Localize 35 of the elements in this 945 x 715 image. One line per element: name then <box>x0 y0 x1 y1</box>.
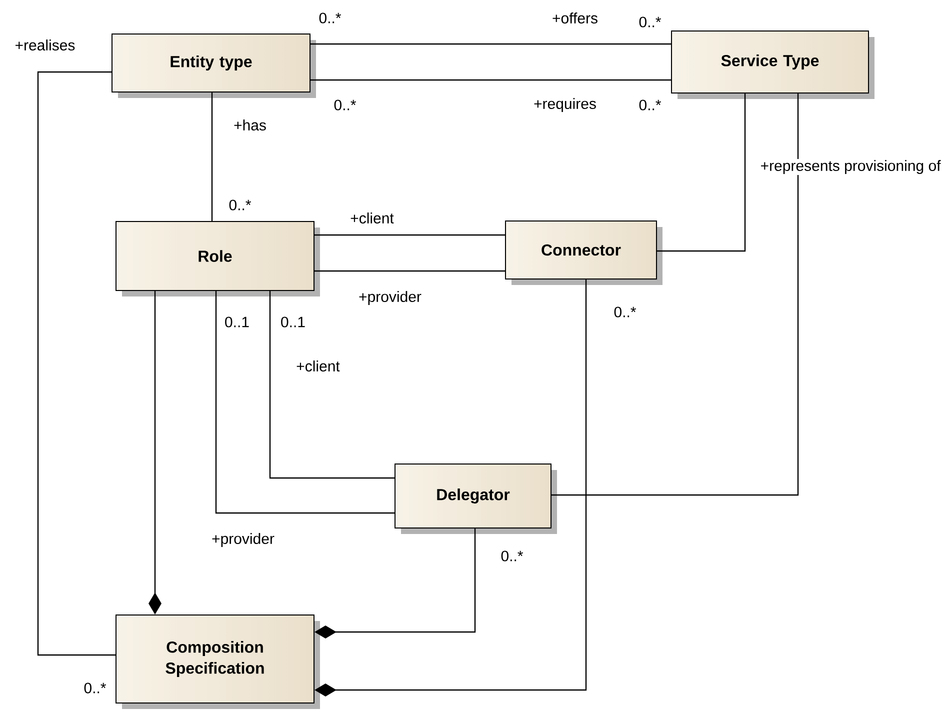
multiplicity-label: 0..1 <box>280 316 306 328</box>
multiplicity-label: 0..* <box>638 16 662 28</box>
association-line <box>314 234 505 236</box>
role-name: +realises <box>14 38 76 52</box>
class-box: Service Type <box>671 30 874 99</box>
class-box: Composition Specification <box>116 614 320 709</box>
multiplicity-label: 0..* <box>318 12 342 24</box>
multiplicity-label: 0..1 <box>224 316 251 328</box>
association-line <box>310 79 671 81</box>
class-box: Entity type <box>112 34 316 98</box>
multiplicity-label: 0..* <box>228 198 252 212</box>
role-name: +provider <box>210 532 276 548</box>
association-line <box>314 270 505 272</box>
multiplicity-label: 0..* <box>612 306 638 318</box>
multiplicity-label: 0..* <box>500 550 524 562</box>
role-name: +has <box>232 118 268 132</box>
multiplicity-label: 0..* <box>82 682 108 694</box>
association-line <box>552 94 799 496</box>
role-name: +client <box>349 212 395 224</box>
role-name: +requires <box>532 97 598 113</box>
role-name: +provider <box>358 290 422 306</box>
association-line <box>657 94 746 252</box>
class-box: Role <box>116 221 320 296</box>
multiplicity-label: 0..* <box>638 98 662 112</box>
role-name: +offers <box>551 12 599 24</box>
association-line <box>269 291 394 479</box>
association-line <box>211 92 213 221</box>
class-box: Delegator <box>394 464 557 534</box>
association-line <box>37 71 116 656</box>
role-name: +client <box>295 360 341 372</box>
multiplicity-label: 0..* <box>332 98 358 112</box>
association-line <box>215 291 394 514</box>
class-box: Connector <box>505 220 662 285</box>
role-name: +represents provisioning of <box>759 159 942 175</box>
association-line <box>310 43 671 45</box>
